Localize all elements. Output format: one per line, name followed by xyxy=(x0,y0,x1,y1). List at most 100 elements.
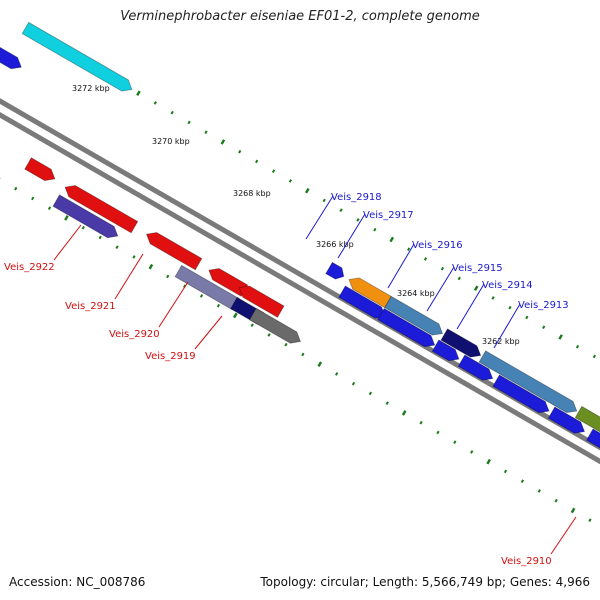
tick-mark xyxy=(401,410,407,416)
tick-row-inner xyxy=(0,177,592,522)
callout-line-forward xyxy=(305,195,334,240)
gene-label-reverse: Veis_2919 xyxy=(145,351,196,362)
tick-mark xyxy=(351,381,356,386)
gene-arrow-21 xyxy=(492,374,550,414)
tick-mark xyxy=(436,430,440,435)
tick-mark xyxy=(453,440,457,444)
tick-mark xyxy=(440,266,445,271)
callout-line-forward xyxy=(493,303,521,349)
tick-mark xyxy=(486,458,491,465)
tick-mark xyxy=(554,498,558,503)
tick-mark xyxy=(588,518,592,522)
gene-arrow-18 xyxy=(431,339,460,362)
tick-mark xyxy=(570,507,576,514)
scale-tick-label: 3270 kbp xyxy=(152,137,190,146)
gene-arrow-16 xyxy=(377,307,436,348)
gene-arrow-22 xyxy=(547,406,586,434)
gene-arrow-15 xyxy=(384,295,444,336)
gene-label-reverse: Veis_2921 xyxy=(65,301,116,312)
tick-mark xyxy=(187,120,191,125)
tick-mark xyxy=(98,235,102,240)
tick-mark xyxy=(250,323,254,327)
scale-tick-label: 3268 kbp xyxy=(233,189,271,198)
callout-line-reverse xyxy=(158,281,189,328)
callout-line-reverse xyxy=(550,516,577,555)
tick-mark xyxy=(301,352,305,357)
scale-tick-label: 3266 kbp xyxy=(316,240,354,249)
tick-mark xyxy=(558,334,563,340)
gene-label-forward: Veis_2913 xyxy=(518,300,569,311)
gene-arrow-7 xyxy=(238,285,285,318)
gene-arrow-24 xyxy=(574,405,600,433)
gene-label-forward: Veis_2914 xyxy=(482,280,533,291)
tick-mark xyxy=(322,198,326,203)
tick-mark xyxy=(284,342,288,347)
tick-mark xyxy=(419,420,423,425)
gene-arrow-19 xyxy=(478,350,578,414)
gene-label-reverse: Veis_2910 xyxy=(501,556,552,567)
gene-arrow-11 xyxy=(249,307,302,344)
tick-mark xyxy=(153,101,157,105)
tick-mark xyxy=(356,218,360,222)
tick-mark xyxy=(238,149,242,154)
tick-mark xyxy=(216,303,221,308)
gene-label-forward: Veis_2917 xyxy=(363,210,414,221)
gene-label-reverse: Veis_2920 xyxy=(109,329,160,340)
gene-arrow-23 xyxy=(585,428,600,449)
tick-mark xyxy=(542,325,546,330)
tick-mark xyxy=(423,257,428,261)
tick-mark xyxy=(575,344,580,349)
tick-mark xyxy=(525,315,529,320)
tick-mark xyxy=(520,479,525,483)
tick-mark xyxy=(199,294,204,298)
gene-arrow-2 xyxy=(21,21,133,92)
tick-mark xyxy=(166,274,170,279)
gene-arrow-12 xyxy=(325,261,345,280)
gene-label-forward: Veis_2915 xyxy=(452,263,503,274)
gene-arrow-17 xyxy=(440,328,482,358)
tick-mark xyxy=(389,236,395,243)
accession-text: Accession: NC_008786 xyxy=(9,575,146,589)
backbone-line-2 xyxy=(0,112,600,465)
tick-mark xyxy=(373,227,377,232)
tick-mark xyxy=(136,90,141,97)
callout-line-forward xyxy=(387,243,415,289)
tick-mark xyxy=(457,276,461,281)
callout-line-reverse xyxy=(53,224,82,261)
gene-arrow-1 xyxy=(0,46,22,70)
tick-mark xyxy=(473,285,479,292)
tick-mark xyxy=(132,255,136,259)
callout-line-reverse xyxy=(194,315,223,350)
scale-tick-label: 3272 kbp xyxy=(72,84,110,93)
callout-line-forward xyxy=(337,213,366,259)
tick-mark xyxy=(288,179,293,183)
tick-mark xyxy=(14,186,18,191)
callout-layer: Veis_2918Veis_2917Veis_2916Veis_2915Veis… xyxy=(4,192,577,567)
gene-arrow-8 xyxy=(52,194,119,239)
tick-mark xyxy=(31,196,35,201)
tick-mark xyxy=(317,361,323,367)
callout-line-forward xyxy=(426,266,455,312)
gene-arrow-5 xyxy=(145,232,203,271)
tick-mark xyxy=(170,110,174,115)
genome-stats-text: Topology: circular; Length: 5,566,749 bp… xyxy=(260,575,590,589)
tick-mark xyxy=(204,130,208,135)
gene-arrow-3 xyxy=(24,157,56,182)
tick-mark xyxy=(220,139,226,145)
tick-mark xyxy=(368,391,373,396)
callout-line-forward xyxy=(456,283,485,330)
tick-mark xyxy=(255,159,259,164)
tick-mark xyxy=(470,450,474,454)
tick-mark xyxy=(47,206,52,210)
tick-mark xyxy=(503,469,508,474)
tick-mark xyxy=(491,296,495,300)
tick-mark xyxy=(537,489,541,493)
tick-mark xyxy=(183,284,187,288)
gene-arrow-20 xyxy=(457,354,494,381)
callout-line-reverse xyxy=(114,253,144,300)
tick-mark xyxy=(148,263,154,270)
tick-mark xyxy=(81,225,85,230)
tick-mark xyxy=(267,333,271,337)
